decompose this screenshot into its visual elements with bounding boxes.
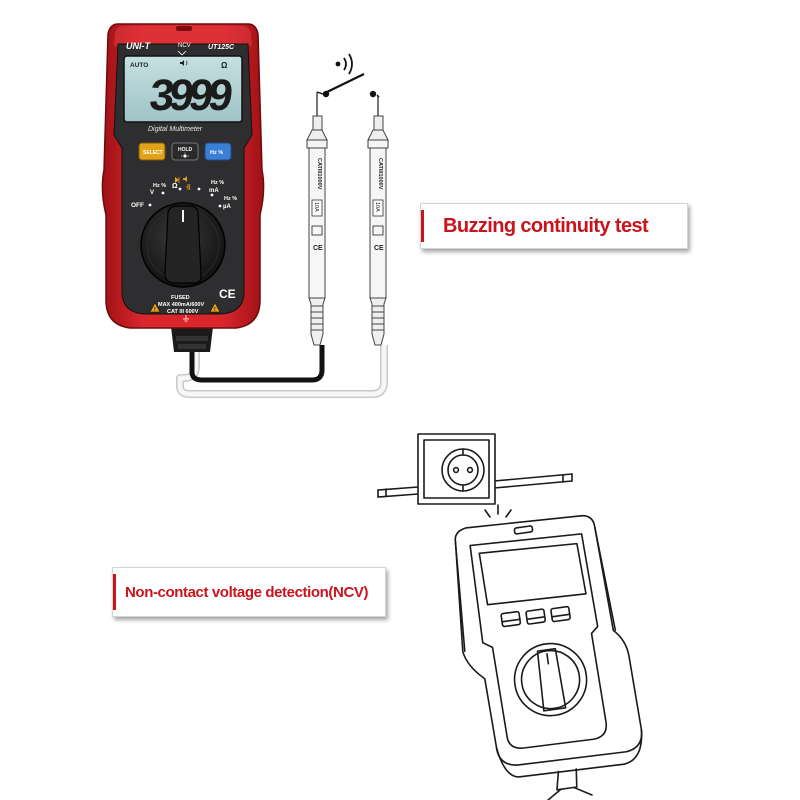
dial-label-off: OFF	[131, 202, 144, 209]
switch-symbol	[316, 73, 380, 98]
callout-accent-bar	[421, 210, 424, 242]
ground-icon	[183, 315, 189, 322]
select-button[interactable]: SELECT	[138, 142, 166, 161]
fused-line-2: MAX 400mA/600V	[158, 302, 204, 308]
meter-subtitle: Digital Multimeter	[148, 126, 203, 133]
ncv-sensor	[176, 26, 192, 31]
lcd-reading: 3999	[147, 71, 233, 120]
lcd-buzzer-icon	[180, 60, 188, 66]
model-label: UT125C	[208, 44, 235, 51]
callout-accent-bar	[113, 574, 116, 610]
red-probe-rating-label: CATIII1000V	[377, 158, 383, 190]
ncv-label-text: Non-contact voltage detection(NCV)	[125, 583, 369, 601]
dial-diode-icon	[175, 177, 180, 183]
red-probe: CATIII1000V 10A CE	[367, 96, 389, 346]
dial-label-ohm: Ω	[172, 183, 178, 190]
hold-button[interactable]: HOLD	[171, 142, 199, 161]
select-button-label: SELECT	[143, 150, 163, 156]
lcd-auto-label: AUTO	[130, 62, 148, 69]
black-probe-square-icon	[311, 225, 323, 236]
wire	[377, 473, 573, 498]
black-probe: CATIII1000V 10A CE	[306, 92, 328, 346]
dial-label-hz-top: Hz %	[211, 180, 224, 186]
dial-label-hz-left: Hz %	[153, 183, 166, 189]
dial-capacitor-icon	[186, 183, 191, 191]
red-probe-grip	[369, 297, 387, 346]
svg-text:!: !	[214, 307, 216, 313]
continuity-test-callout: Buzzing continuity test	[420, 203, 688, 249]
red-probe-ce-mark: CE	[374, 245, 384, 252]
rotary-dial[interactable]	[140, 202, 226, 288]
ncv-illustration	[377, 433, 643, 800]
ncv-signal-icon	[484, 504, 512, 518]
hz-percent-button[interactable]: Hz %	[204, 142, 232, 161]
warning-icon-right: !	[209, 302, 221, 313]
dial-label-hz-right: Hz %	[224, 196, 237, 202]
brand-logo: UNI-T	[126, 41, 151, 51]
ncv-label: NCV	[178, 43, 191, 49]
black-probe-grip	[308, 297, 326, 346]
hz-percent-button-label: Hz %	[210, 150, 223, 156]
warning-icon-left: !	[149, 302, 161, 313]
lcd-screen	[123, 55, 243, 123]
multimeter: UNI-T NCV UT125C AUTO Ω 3999 Digital Mul…	[101, 23, 265, 352]
sound-waves-icon	[335, 53, 353, 75]
dial-label-ma: mA	[209, 188, 219, 194]
ce-mark: CE	[219, 287, 236, 301]
black-probe-rating-label: CATIII1000V	[316, 158, 322, 190]
red-probe-square-icon	[372, 225, 384, 236]
dial-label-ua: µA	[223, 204, 231, 210]
svg-text:!: !	[154, 307, 156, 313]
red-probe-amp-label: 10A	[374, 202, 380, 212]
continuity-test-label: Buzzing continuity test	[443, 214, 649, 237]
hold-button-label: HOLD	[178, 147, 193, 153]
meter-line-art	[454, 514, 643, 800]
fused-line-1: FUSED	[171, 295, 190, 301]
dial-buzzer-icon	[183, 176, 187, 182]
black-probe-amp-label: 10A	[313, 202, 319, 212]
wall-socket	[417, 433, 496, 505]
test-leads	[176, 340, 388, 398]
lcd-ohm-symbol: Ω	[221, 61, 228, 70]
ncv-callout: Non-contact voltage detection(NCV)	[112, 567, 386, 617]
ncv-arrow-icon	[177, 50, 187, 56]
fused-line-3: CAT III 600V	[167, 309, 199, 315]
backlight-icon	[181, 152, 189, 158]
black-probe-ce-mark: CE	[313, 245, 323, 252]
dial-label-v: V	[150, 190, 154, 196]
